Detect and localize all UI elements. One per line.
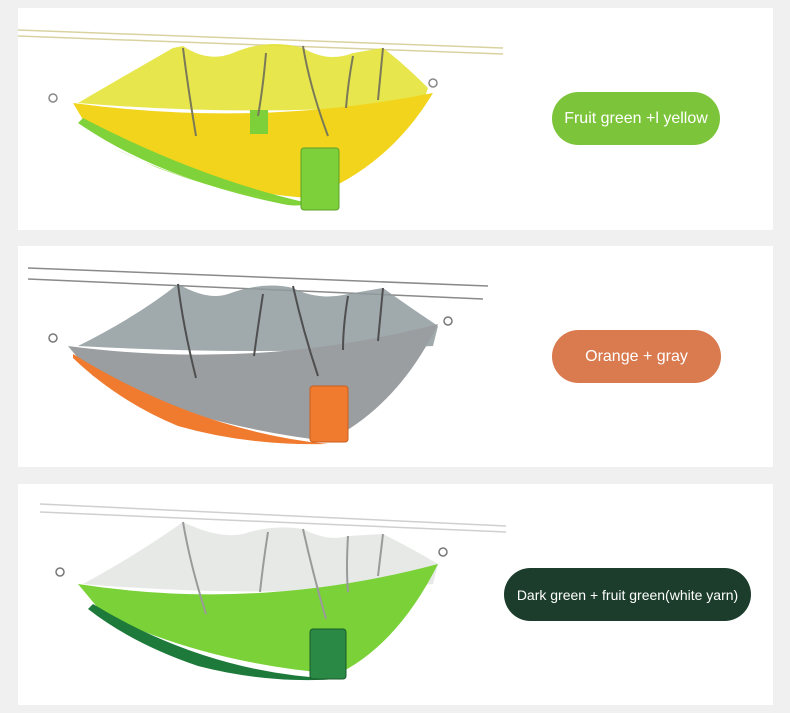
color-option-label-2: Orange + gray	[552, 330, 721, 383]
variant-label-text: Orange + gray	[585, 347, 688, 365]
color-option-label-3: Dark green + fruit green(white yarn)	[504, 568, 751, 621]
hammock-image-darkgreen-fruitgreen	[18, 484, 518, 705]
color-option-card-2: Orange + gray	[18, 246, 773, 467]
color-option-card-1: Fruit green +l yellow	[18, 8, 773, 230]
hammock-image-green-yellow	[18, 8, 518, 230]
color-option-card-3: Dark green + fruit green(white yarn)	[18, 484, 773, 705]
variant-label-text: Dark green + fruit green(white yarn)	[516, 586, 739, 603]
color-option-label-1: Fruit green +l yellow	[552, 92, 720, 145]
variant-label-text: Fruit green +l yellow	[564, 109, 708, 127]
hammock-image-orange-gray	[18, 246, 518, 467]
